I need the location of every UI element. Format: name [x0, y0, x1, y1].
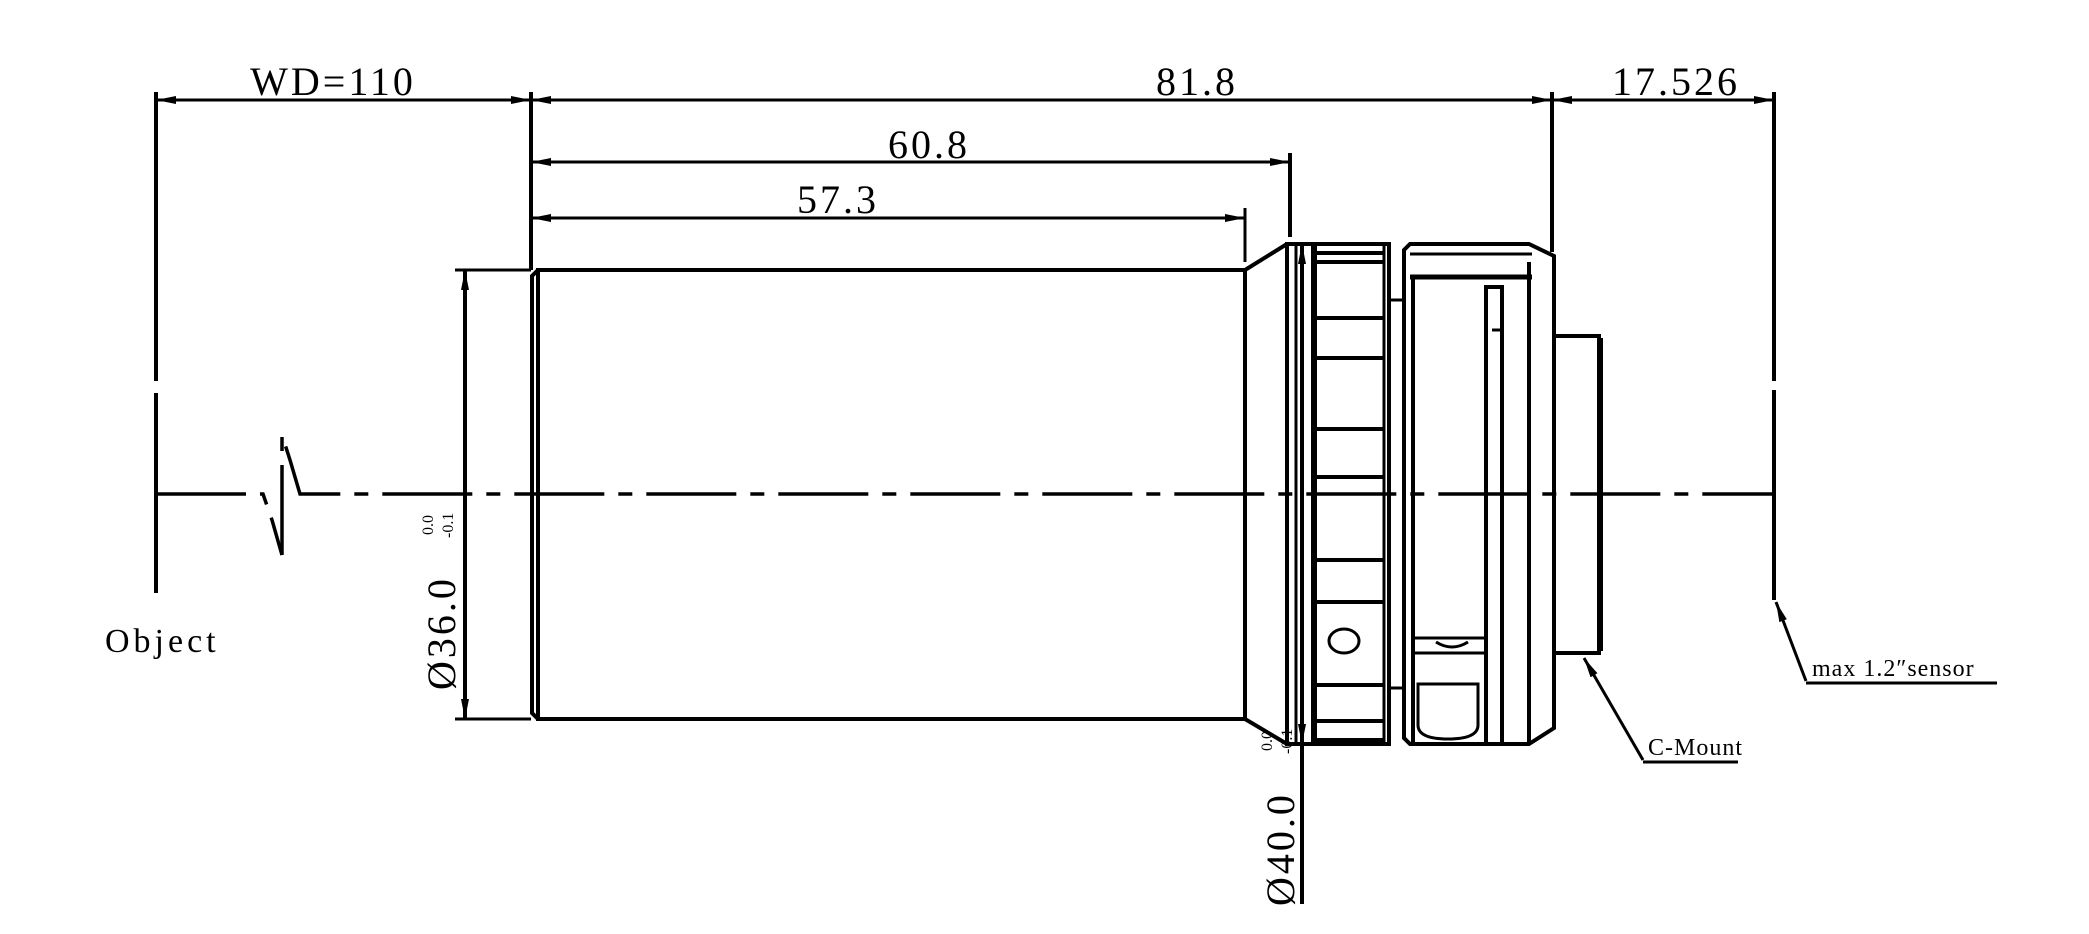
c-mount-label: C-Mount — [1648, 735, 1743, 761]
barrel-diameter-annotation: Ø36.0 0.0 -0.1 — [419, 513, 464, 690]
object-label: Object — [105, 623, 220, 660]
dim-wd: WD=110 — [250, 59, 416, 104]
dim-57-3: 57.3 — [797, 177, 879, 222]
sensor-label: max 1.2″sensor — [1812, 656, 1975, 682]
barrel-tol-upper: 0.0 — [420, 515, 437, 535]
dim-barrel-diameter: Ø36.0 — [419, 576, 464, 690]
lens-barrel — [530, 242, 1289, 746]
c-mount-flange — [1552, 334, 1603, 655]
locking-screw-icon — [1327, 627, 1361, 655]
ring-diameter-annotation: Ø40.0 0.0 -0.1 — [1258, 729, 1303, 906]
optical-axis — [156, 434, 1774, 556]
sensor-leader — [1774, 601, 1997, 685]
dim-81-8: 81.8 — [1156, 59, 1238, 104]
focus-ring — [1285, 242, 1404, 746]
dim-17-526: 17.526 — [1612, 59, 1740, 104]
c-mount-leader — [1582, 657, 1738, 764]
dim-60-8: 60.8 — [888, 122, 970, 167]
rear-housing — [1402, 242, 1556, 746]
barrel-tol-lower: -0.1 — [440, 513, 457, 538]
dim-ring-diameter: Ø40.0 — [1258, 792, 1303, 906]
